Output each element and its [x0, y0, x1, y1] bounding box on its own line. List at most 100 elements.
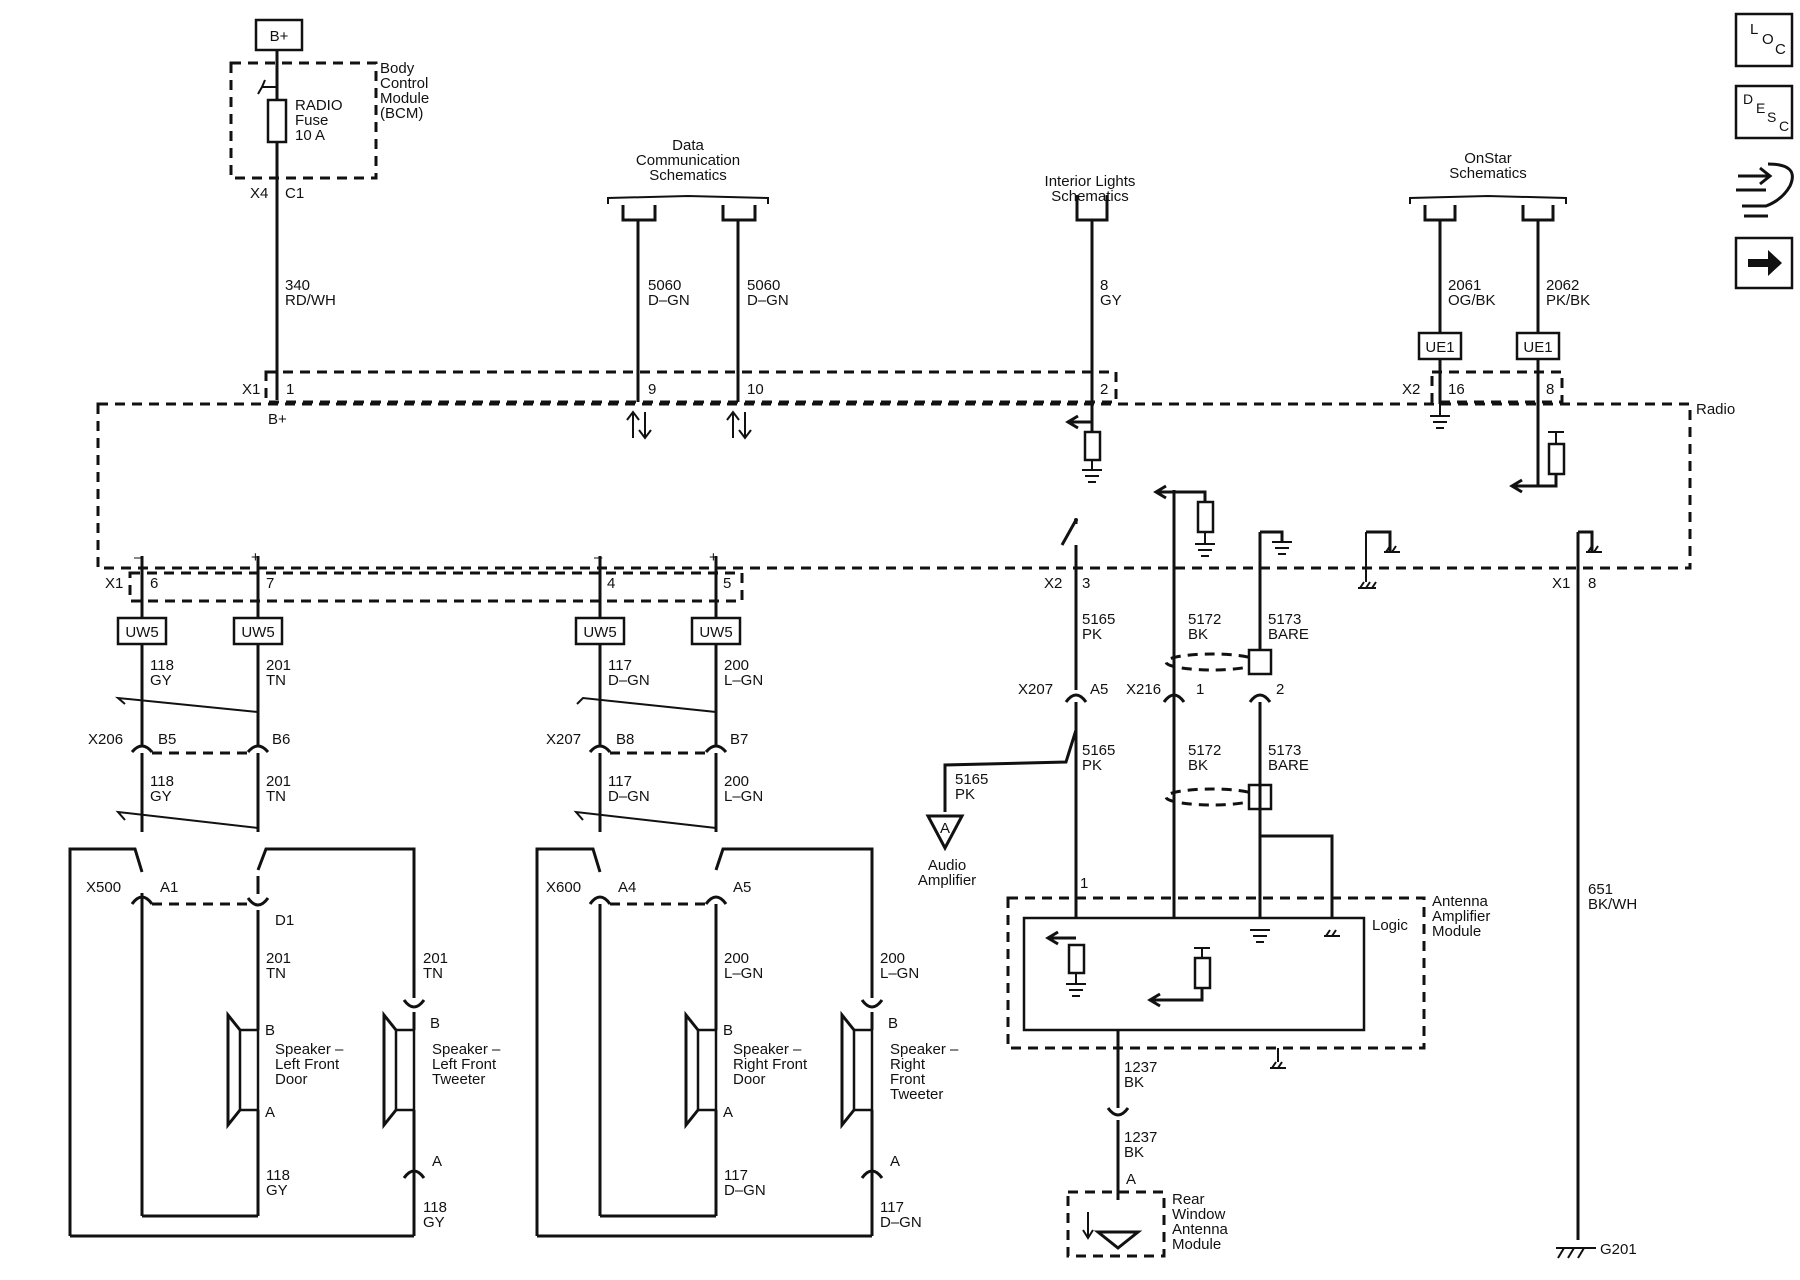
uw5-label: UW5: [583, 624, 616, 641]
bidir-arrow-icon: [726, 410, 752, 440]
pin1-aam: 1: [1080, 875, 1088, 892]
bidir-arrow-icon: [626, 410, 652, 440]
ue1-b: UE1: [1523, 339, 1552, 356]
chassis-ground-icon: [1270, 1048, 1286, 1069]
logic-label: Logic: [1372, 917, 1408, 934]
ue1-box-b: [1515, 331, 1561, 361]
rtw-b: B: [888, 1015, 898, 1032]
rear-antenna-module: [1066, 1190, 1166, 1258]
uw5-label: UW5: [241, 624, 274, 641]
tw-b: B: [430, 1015, 440, 1032]
ground-icon: [1195, 532, 1215, 557]
ground-icon: [1430, 404, 1450, 429]
b6: B6: [272, 731, 290, 748]
radio-box: [96, 402, 1692, 570]
speaker-icon: [382, 1010, 416, 1130]
loc-letter: L: [1750, 21, 1758, 38]
x1-top-strip: [264, 370, 1118, 404]
connector-icon[interactable]: [1736, 162, 1794, 218]
pin2: 2: [1100, 381, 1108, 398]
x2-onstar: X2: [1402, 381, 1420, 398]
pin5: 5: [723, 575, 731, 592]
door-a: A: [265, 1104, 275, 1121]
pin6: 6: [150, 575, 158, 592]
x2-bottom: X2: [1044, 575, 1062, 592]
speaker-icon: [840, 1010, 874, 1130]
bplus-in: B+: [268, 411, 287, 428]
x1-bottom: X1: [105, 575, 123, 592]
loc-icon[interactable]: L O C: [1734, 12, 1794, 68]
x207-mid: X207: [546, 731, 581, 748]
amp-a: A: [940, 820, 950, 837]
a5-mid: A5: [733, 879, 751, 896]
bplus-label: B+: [270, 28, 289, 45]
pin10: 10: [747, 381, 764, 398]
plus-sign: +: [709, 549, 718, 566]
chassis-ground-icon: [1556, 1247, 1596, 1259]
ue1-a: UE1: [1425, 339, 1454, 356]
speaker-icon: [226, 1010, 260, 1130]
minus-sign: –: [134, 549, 143, 566]
pin8-onstar: 8: [1546, 381, 1554, 398]
desc-letter: S: [1767, 109, 1776, 125]
pin9: 9: [648, 381, 656, 398]
uw5-boxes: UW5 UW5 UW5 UW5: [116, 616, 742, 646]
radio-label: Radio: [1696, 401, 1735, 418]
next-arrow-icon[interactable]: [1734, 236, 1794, 290]
plus-sign: +: [251, 549, 260, 566]
x1-ground: X1: [1552, 575, 1570, 592]
radio-fuse: [266, 98, 288, 144]
chassis-ground-icon: [1586, 545, 1602, 553]
chassis-ground-icon: [1358, 532, 1400, 589]
rdoor-a: A: [723, 1104, 733, 1121]
b7: B7: [730, 731, 748, 748]
pin2-x216: 2: [1276, 681, 1284, 698]
pin3: 3: [1082, 575, 1090, 592]
ground-icon: [1272, 541, 1292, 555]
pin7: 7: [266, 575, 274, 592]
d1: D1: [275, 912, 294, 929]
chassis-ground-icon: [1324, 929, 1340, 937]
ground-icon: [1066, 973, 1086, 997]
c1-label: C1: [285, 185, 304, 202]
a5-r: A5: [1090, 681, 1108, 698]
desc-icon[interactable]: D E S C: [1734, 84, 1794, 140]
bcm-box: [229, 61, 378, 180]
x600: X600: [546, 879, 581, 896]
pin16: 16: [1448, 381, 1465, 398]
audio-amplifier-triangle: [925, 814, 965, 852]
x2-onstar-strip: [1430, 370, 1564, 404]
uw5-label: UW5: [699, 624, 732, 641]
ground-icon: [1082, 460, 1102, 483]
pin1-label: 1: [286, 381, 294, 398]
bplus-source: B+: [254, 18, 304, 52]
antenna-amp-module: [1006, 896, 1426, 1050]
